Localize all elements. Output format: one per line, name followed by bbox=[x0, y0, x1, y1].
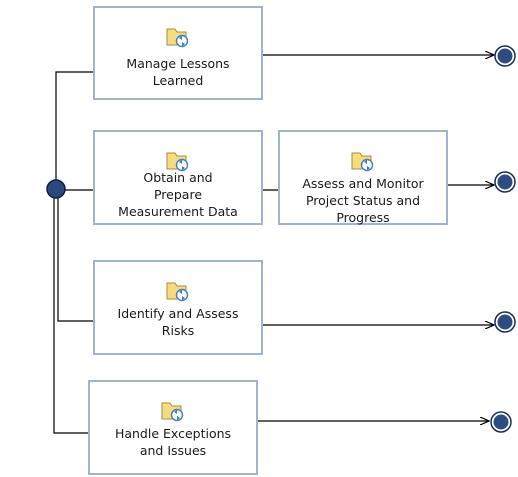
edges bbox=[53, 55, 494, 433]
task-folder-refresh-icon bbox=[166, 282, 189, 302]
task-label-line: Project Status and bbox=[306, 193, 420, 208]
end-node-4[interactable] bbox=[490, 411, 512, 433]
task-label-line: Measurement Data bbox=[118, 204, 238, 219]
task-box[interactable] bbox=[93, 260, 263, 355]
start-node[interactable] bbox=[46, 179, 66, 199]
task-box[interactable] bbox=[93, 6, 263, 100]
task-label-line: Identify and Assess bbox=[118, 306, 239, 321]
end-node-2[interactable] bbox=[494, 171, 516, 193]
task-box[interactable] bbox=[93, 130, 263, 225]
task-box[interactable] bbox=[88, 380, 258, 475]
task-exceptions[interactable]: Handle Exceptions and Issues bbox=[88, 380, 258, 475]
end-node-3[interactable] bbox=[494, 311, 516, 333]
task-folder-refresh-icon bbox=[161, 402, 184, 422]
task-label-line: Risks bbox=[162, 323, 194, 338]
task-label-line: Progress bbox=[336, 210, 389, 225]
task-label-line: Assess and Monitor bbox=[302, 176, 424, 191]
end-node-1[interactable] bbox=[494, 45, 516, 67]
task-folder-refresh-icon bbox=[166, 152, 189, 172]
task-label-line: Prepare bbox=[154, 187, 202, 202]
task-label-line: Obtain and bbox=[143, 170, 212, 185]
task-folder-refresh-icon bbox=[351, 152, 374, 172]
task-box[interactable] bbox=[278, 130, 448, 225]
task-label-line: Handle Exceptions bbox=[115, 426, 231, 441]
task-folder-refresh-icon bbox=[166, 28, 189, 48]
task-label-line: Manage Lessons bbox=[126, 56, 229, 71]
task-label-line: Learned bbox=[153, 73, 204, 88]
task-label-line: and Issues bbox=[140, 443, 206, 458]
